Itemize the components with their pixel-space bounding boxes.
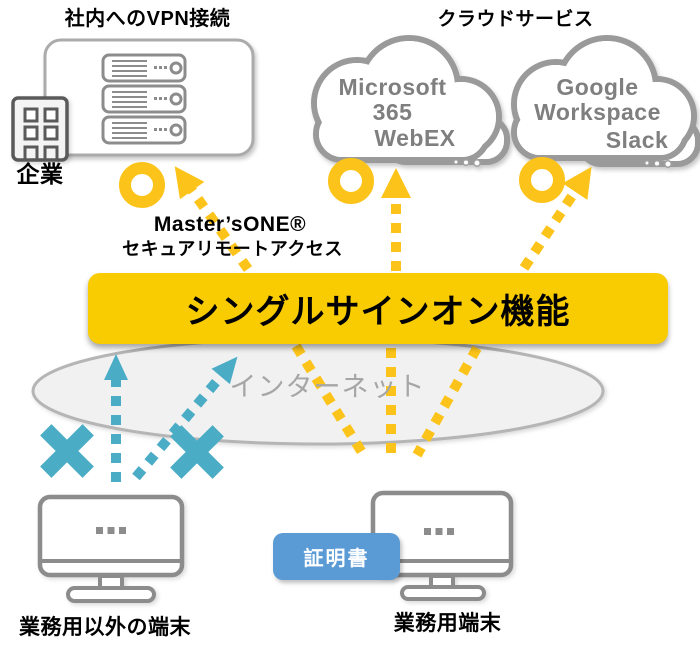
sso-ring-microsoft	[328, 158, 374, 204]
company-label: 企業	[16, 161, 64, 187]
arrow-to-vpn	[174, 166, 253, 272]
product-name: Master’sONE®	[153, 213, 307, 236]
sso-lines-through-internet	[291, 343, 482, 462]
certificate-label: 証明書	[303, 548, 370, 570]
arrow-to-google-cloud	[519, 166, 592, 271]
blocked-x-icons	[40, 424, 224, 479]
microsoft-cloud-icon	[311, 35, 510, 167]
internet-label: インターネット	[229, 372, 426, 402]
blocked-arrows	[104, 354, 238, 482]
microsoft-cloud-label-line2: 365	[372, 99, 413, 125]
microsoft-cloud-label-line1: Microsoft	[338, 74, 447, 100]
google-cloud-icon	[511, 35, 700, 168]
slack-label: Slack	[605, 127, 669, 153]
sso-arrows	[174, 166, 592, 272]
webex-label: WebEX	[374, 125, 456, 151]
google-cloud-label-line2: Workspace	[534, 99, 661, 125]
blocked-arrow-diagonal	[132, 356, 238, 481]
sso-banner-label: シングルサインオン機能	[185, 293, 571, 331]
sso-banner: シングルサインオン機能	[88, 273, 668, 344]
sso-ring-vpn	[119, 162, 165, 208]
x-icon	[170, 425, 224, 479]
google-cloud-label-line1: Google	[556, 74, 639, 100]
non-business-monitor-icon	[37, 494, 185, 603]
x-icon	[40, 424, 94, 478]
product-subtitle: セキュアリモートアクセス	[122, 239, 343, 259]
cloud-trail-dots	[453, 158, 481, 167]
cloud-trail-dots	[644, 159, 672, 168]
cloud-services-title: クラウドサービス	[437, 9, 594, 30]
sso-ring-google	[519, 157, 565, 203]
server-stack-icon	[101, 53, 187, 145]
business-terminal-label: 業務用端末	[393, 612, 502, 635]
sso-ring-icons	[119, 157, 565, 208]
building-icon	[11, 96, 69, 162]
vpn-title: 社内へのVPN接続	[64, 8, 231, 30]
non-business-terminal-label: 業務用以外の端末	[19, 616, 191, 639]
certificate-badge: 証明書	[273, 533, 400, 580]
